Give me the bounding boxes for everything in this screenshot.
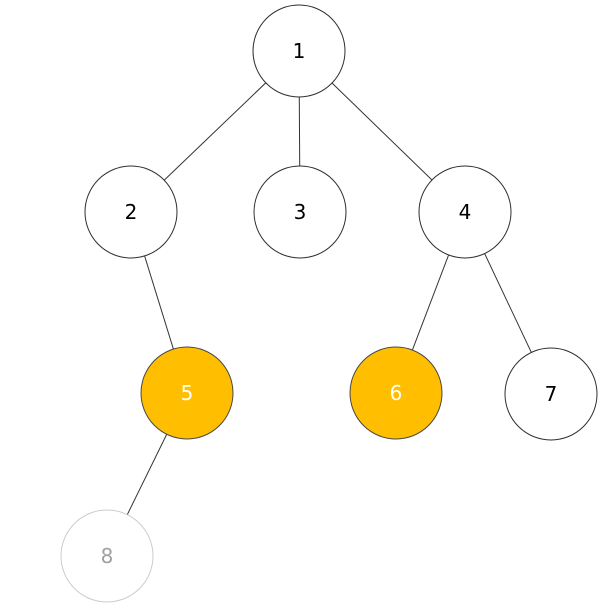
nodes-layer: 1 2 3 4 5 6 7 8: [60, 4, 598, 603]
node-label: 1: [293, 39, 306, 63]
node-circle[interactable]: [60, 509, 154, 603]
node-circle[interactable]: [252, 4, 346, 98]
tree-node-4[interactable]: 4: [418, 165, 512, 259]
node-circle[interactable]: [349, 346, 443, 440]
node-circle[interactable]: [504, 347, 598, 441]
tree-node-8[interactable]: 8: [60, 509, 154, 603]
edges-layer: [106, 50, 552, 557]
node-label: 7: [545, 382, 558, 406]
node-circle[interactable]: [140, 346, 234, 440]
node-circle[interactable]: [84, 165, 178, 259]
tree-node-3[interactable]: 3: [253, 165, 347, 259]
node-label: 3: [294, 200, 307, 224]
node-label: 6: [390, 381, 403, 405]
node-label: 8: [101, 544, 114, 568]
tree-node-2[interactable]: 2: [84, 165, 178, 259]
node-label: 5: [181, 381, 194, 405]
tree-node-1[interactable]: 1: [252, 4, 346, 98]
tree-node-5[interactable]: 5: [140, 346, 234, 440]
node-label: 4: [459, 200, 472, 224]
node-circle[interactable]: [253, 165, 347, 259]
tree-node-6[interactable]: 6: [349, 346, 443, 440]
node-label: 2: [125, 200, 138, 224]
tree-node-7[interactable]: 7: [504, 347, 598, 441]
node-circle[interactable]: [418, 165, 512, 259]
